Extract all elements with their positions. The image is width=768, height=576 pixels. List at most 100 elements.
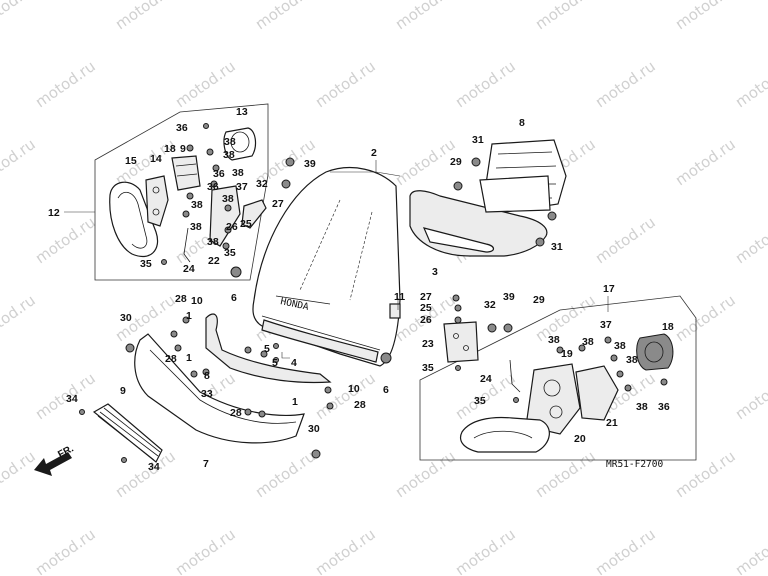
callout-35b: 35 (140, 258, 152, 270)
watermark-text: motod.ru (312, 57, 379, 111)
callout-13: 13 (236, 106, 248, 118)
callout-37b: 37 (600, 319, 612, 331)
diagram-code: MR51-F2700 (606, 459, 663, 470)
right-mirror-housing (459, 416, 550, 453)
trim-strip (205, 313, 332, 384)
callout-37: 37 (236, 181, 248, 193)
front-direction-arrow: FR. (34, 443, 76, 476)
watermark-text: motod.ru (392, 135, 459, 189)
callout-39: 39 (304, 158, 316, 170)
arrow-icon (34, 452, 72, 476)
right-mirror-assembly-group (419, 294, 697, 461)
callout-22: 22 (208, 255, 220, 267)
watermark-text: motod.ru (532, 447, 599, 501)
callout-27b: 27 (420, 291, 432, 303)
watermark-text: motod.ru (452, 57, 519, 111)
bracket-plate (443, 321, 479, 363)
callout-29b: 29 (533, 294, 545, 306)
callout-38: 38 (224, 136, 236, 148)
watermark-text: motod.ru (672, 0, 739, 33)
callout-31: 31 (472, 134, 484, 146)
callout-38i: 38 (582, 336, 594, 348)
watermark-text: motod.ru (112, 0, 179, 33)
mirror-bracket (145, 175, 169, 227)
callout-27: 27 (272, 198, 284, 210)
callout-36d: 36 (658, 401, 670, 413)
callout-9: 9 (180, 143, 186, 155)
callout-39b: 39 (503, 291, 515, 303)
callout-36c: 36 (207, 181, 219, 193)
mirror-bracket-upper (171, 155, 201, 191)
right-mirror-bracket (525, 363, 581, 435)
lower-fairing-group (79, 313, 392, 463)
callout-8: 8 (204, 370, 210, 382)
callout-21: 21 (606, 417, 618, 429)
hinge-arm (241, 199, 267, 229)
callout-38l: 38 (636, 401, 648, 413)
callout-36: 36 (176, 122, 188, 134)
callout-1c: 1 (292, 396, 298, 408)
watermark-text: motod.ru (392, 447, 459, 501)
callout-26: 26 (226, 221, 238, 233)
callout-28d: 28 (230, 407, 242, 419)
mirror-rod-right (509, 359, 521, 393)
callout-4: 4 (291, 357, 297, 369)
callout-1b: 1 (186, 352, 192, 364)
callout-11: 11 (394, 291, 405, 303)
callout-24: 24 (183, 263, 195, 275)
callout-18: 18 (164, 143, 176, 155)
callout-17: 17 (603, 283, 615, 295)
callout-23: 23 (422, 338, 434, 350)
callout-28: 28 (175, 293, 187, 305)
watermark-text: motod.ru (672, 135, 739, 189)
callout-38b: 38 (223, 149, 235, 161)
watermark-text: motod.ru (592, 213, 659, 267)
callout-19: 19 (561, 348, 573, 360)
watermark-text: motod.ru (592, 57, 659, 111)
callout-3: 3 (432, 266, 438, 278)
callout-8b: 8 (519, 117, 525, 129)
callout-38c: 38 (232, 167, 244, 179)
watermark-text: motod.ru (32, 525, 99, 576)
watermark-text: motod.ru (172, 57, 239, 111)
mirror-rod (183, 227, 191, 263)
callout-10b: 10 (348, 383, 360, 395)
watermark-text: motod.ru (112, 447, 179, 501)
callout-31b: 31 (551, 241, 563, 253)
callout-30b: 30 (308, 423, 320, 435)
callout-35d: 35 (474, 395, 486, 407)
watermark-text: motod.ru (312, 525, 379, 576)
callout-38j: 38 (614, 340, 626, 352)
callout-33: 33 (201, 388, 213, 400)
callout-15: 15 (125, 155, 137, 167)
left-mirror-assembly-group (64, 103, 295, 281)
watermark-text: motod.ru (0, 291, 39, 345)
direction-label: FR. (56, 443, 76, 460)
watermark-text: motod.ru (732, 213, 768, 267)
callout-2: 2 (371, 147, 377, 159)
callout-6b: 6 (383, 384, 389, 396)
callout-5b: 5 (272, 357, 278, 369)
callout-38f: 38 (190, 221, 202, 233)
windscreen-group: HONDA (252, 160, 401, 367)
callout-12: 12 (48, 207, 60, 219)
callout-28c: 28 (354, 399, 366, 411)
watermark-text: motod.ru (252, 447, 319, 501)
callout-26b: 26 (420, 314, 432, 326)
callout-1: 1 (186, 310, 192, 322)
callout-25: 25 (240, 218, 252, 230)
callout-29: 29 (450, 156, 462, 168)
callout-28b: 28 (165, 353, 177, 365)
callout-24b: 24 (480, 373, 492, 385)
watermark-text: motod.ru (0, 0, 39, 33)
callout-30: 30 (120, 312, 132, 324)
watermark-text: motod.ru (172, 525, 239, 576)
callout-18b: 18 (662, 321, 674, 333)
callout-36b: 36 (213, 168, 225, 180)
callout-34: 34 (66, 393, 78, 405)
upper-cowl-group (409, 139, 567, 257)
callout-38h: 38 (548, 334, 560, 346)
callout-38k: 38 (626, 354, 638, 366)
watermark-text: motod.ru (592, 525, 659, 576)
